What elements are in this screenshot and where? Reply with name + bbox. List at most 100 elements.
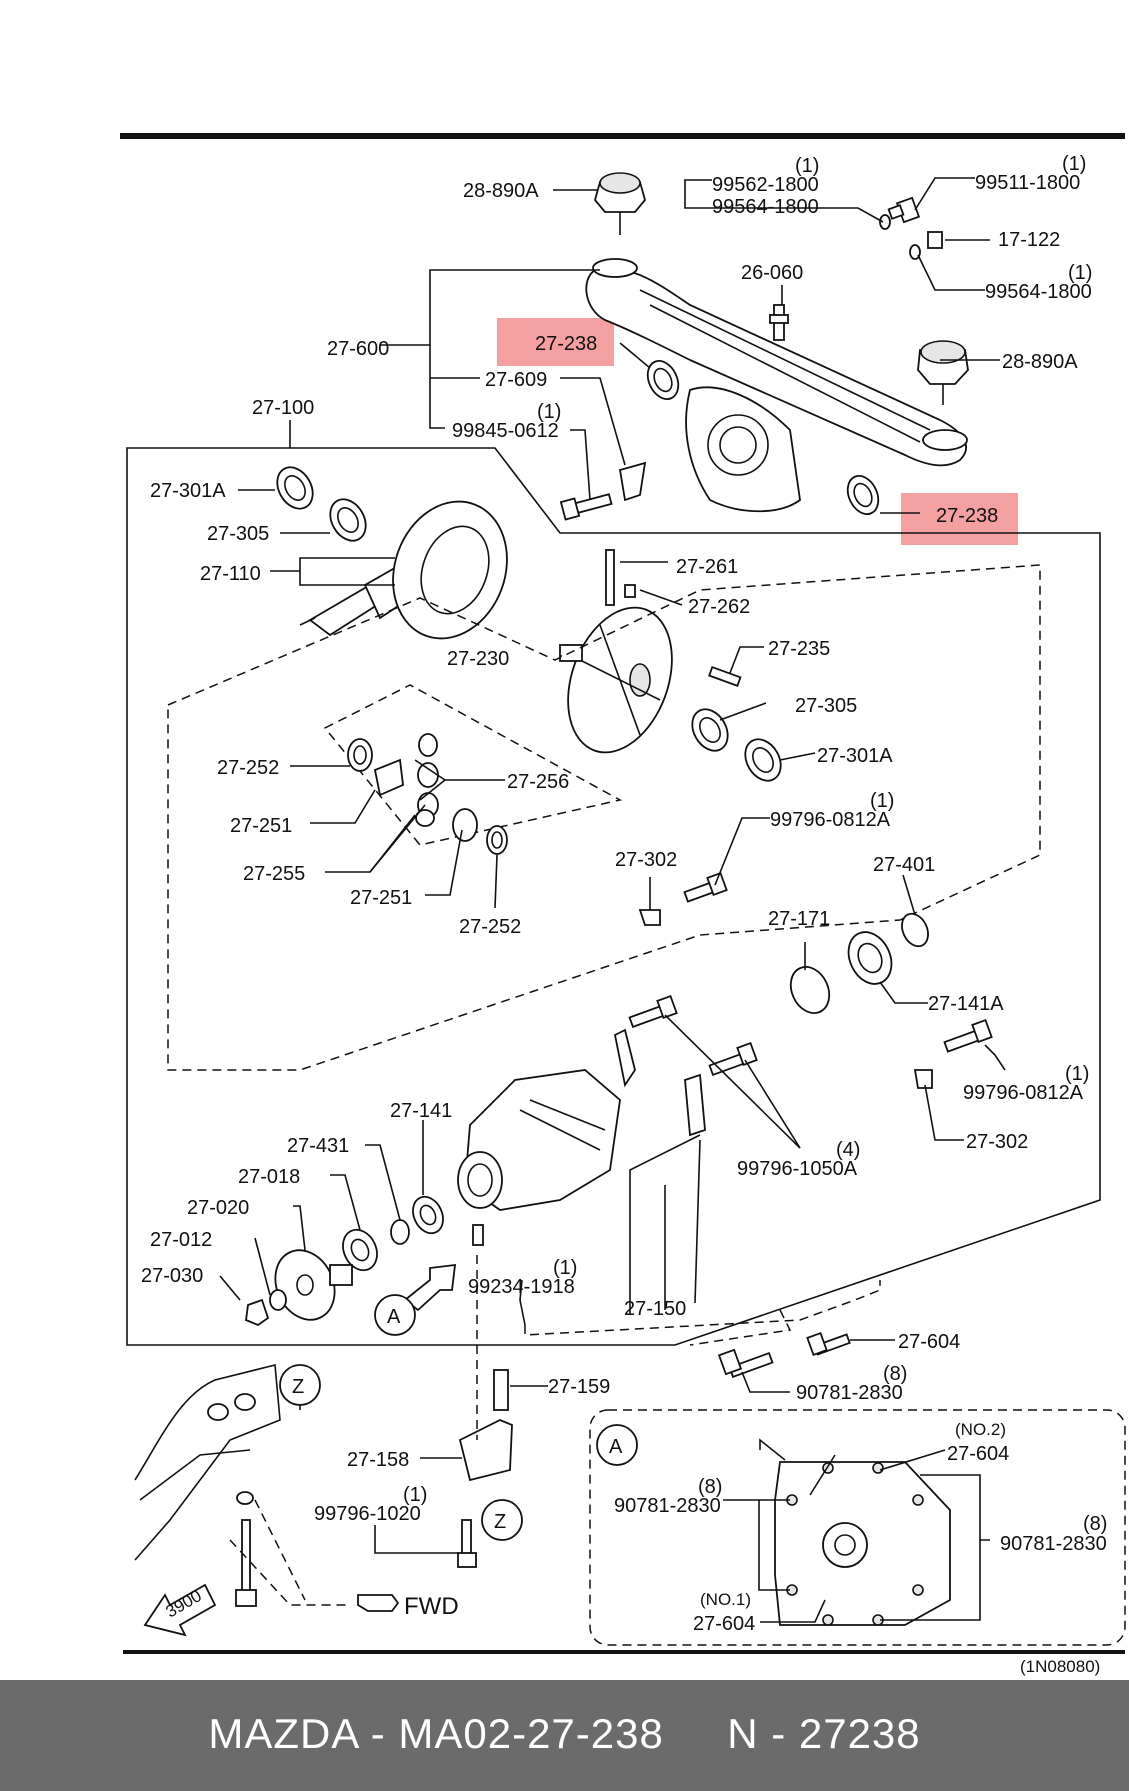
label-99796-1020: 99796-1020	[314, 1503, 421, 1525]
pin-27-262	[624, 584, 636, 598]
label-27-030: 27-030	[141, 1265, 203, 1287]
label-99845-0612: 99845-0612	[452, 420, 559, 442]
label-27-600: 27-600	[327, 338, 389, 360]
label-27-238-upper: 27-238	[535, 333, 597, 355]
label-99564-1800-a: 99564-1800	[712, 196, 819, 218]
label-99796-0812a-top: 99796-0812A	[770, 809, 891, 831]
callout-z-circle-2	[481, 1499, 523, 1541]
drive-pinion-27-110	[299, 563, 417, 637]
label-99845-0612-qty: (1)	[537, 401, 561, 423]
pin-27-261	[605, 549, 615, 606]
bracket-27-158	[458, 1419, 513, 1482]
spacer-27-431	[390, 1219, 410, 1245]
label-99564-1800-b-qty: (1)	[1068, 262, 1092, 284]
detail-a-frame	[589, 1409, 1126, 1646]
label-27-018: 27-018	[238, 1166, 300, 1188]
label-90781-2830-right: 90781-2830	[1000, 1533, 1107, 1555]
crossmember-27-600	[585, 258, 968, 513]
label-99511-1800: 99511-1800	[975, 172, 1080, 194]
label-27-261: 27-261	[676, 556, 738, 578]
vent-26-060	[769, 304, 789, 341]
label-28-890a-right: 28-890A	[1002, 351, 1078, 373]
label-27-012: 27-012	[150, 1229, 212, 1251]
fwd-arrow: 3900	[143, 1583, 217, 1637]
label-26-060: 26-060	[741, 262, 803, 284]
bolt-27-235	[708, 665, 742, 687]
bolt-90781-2830	[717, 1348, 774, 1379]
callout-a-label: A	[387, 1306, 401, 1328]
label-27-230: 27-230	[447, 648, 509, 670]
label-27-235: 27-235	[768, 638, 830, 660]
side-gear-27-251-a	[373, 758, 404, 797]
mount-28-890a-right	[917, 340, 969, 405]
bolts-99796-1050a	[628, 994, 758, 1077]
label-99796-0812a-right: 99796-0812A	[963, 1082, 1084, 1104]
label-27-251-b: 27-251	[350, 887, 412, 909]
label-27-431: 27-431	[287, 1135, 349, 1157]
bolt-17-122	[927, 231, 943, 249]
washer-27-012	[269, 1289, 287, 1311]
label-99796-1020-qty: (1)	[403, 1484, 427, 1506]
pinion-group-outline	[323, 684, 623, 846]
label-90781-2830-left: 90781-2830	[614, 1495, 721, 1517]
seal-27-238-lower	[846, 475, 880, 515]
label-27-238-lower: 27-238	[936, 505, 998, 527]
bearing-27-305-right	[691, 708, 729, 752]
nut-27-030	[245, 1298, 270, 1327]
dashed-link-lower	[689, 1309, 792, 1346]
label-27-252-b: 27-252	[459, 916, 521, 938]
bolt-27-604	[806, 1331, 851, 1357]
callout-a-circle	[374, 1294, 416, 1336]
subframe-section	[134, 1363, 281, 1561]
label-27-609: 27-609	[485, 369, 547, 391]
part-number-caption: MAZDA - MA02-27-238 N - 27238	[208, 1710, 921, 1757]
side-gear-27-251-b	[452, 808, 478, 842]
bushing-27-159	[493, 1369, 509, 1411]
flange-27-020	[274, 1249, 353, 1321]
bolt-99796-0812a-right	[943, 1018, 993, 1053]
label-99562-1800-qty: (1)	[795, 155, 819, 177]
detail-a-label: A	[609, 1436, 623, 1458]
label-99511-1800-qty: (1)	[1062, 153, 1086, 175]
detail-a-circle	[596, 1424, 638, 1466]
label-27-305-right: 27-305	[795, 695, 857, 717]
callout-z-label-2: Z	[494, 1511, 506, 1533]
mount-28-890a-top	[594, 172, 646, 235]
callout-z-label-1: Z	[292, 1376, 304, 1398]
view-arrow-a	[403, 1263, 457, 1312]
label-27-302-top: 27-302	[615, 849, 677, 871]
label-90781-2830-left-qty: (8)	[698, 1476, 722, 1498]
top-rule	[120, 133, 1125, 139]
pinion-gears-27-255	[415, 733, 439, 827]
ring-gear	[392, 500, 508, 640]
bracket-27-609	[618, 461, 647, 502]
label-27-141a: 27-141A	[928, 993, 1004, 1015]
label-90781-2830-a-qty: (8)	[883, 1363, 907, 1385]
label-27-604-no1: 27-604	[693, 1613, 755, 1635]
bearing-27-301a-right	[744, 738, 782, 782]
label-27-301a-right: 27-301A	[817, 745, 893, 767]
label-no2: (NO.2)	[955, 1420, 1006, 1439]
label-99796-1050a-qty: (4)	[836, 1139, 860, 1161]
label-27-251-a: 27-251	[230, 815, 292, 837]
footer-bar: MAZDA - MA02-27-238 N - 27238	[0, 1680, 1129, 1791]
label-99234-1918: 99234-1918	[468, 1276, 575, 1298]
washer-99562-1800	[879, 214, 891, 230]
pin-99234-1918	[472, 1224, 484, 1246]
seal-27-401	[901, 912, 929, 948]
label-27-159: 27-159	[548, 1376, 610, 1398]
hand-pointer-icon	[357, 1594, 400, 1612]
label-27-100: 27-100	[252, 397, 314, 419]
label-27-401: 27-401	[873, 854, 935, 876]
label-99796-0812a-right-qty: (1)	[1065, 1063, 1089, 1085]
bottom-rule	[123, 1650, 1125, 1654]
label-99564-1800-b: 99564-1800	[985, 281, 1092, 303]
label-99796-0812a-top-qty: (1)	[870, 790, 894, 812]
label-27-150: 27-150	[624, 1298, 686, 1320]
label-99562-1800: 99562-1800	[712, 174, 819, 196]
label-27-604-no2: 27-604	[947, 1443, 1009, 1465]
label-27-604: 27-604	[898, 1331, 960, 1353]
part-labels: 28-890A 99562-1800 (1) 99564-1800 99511-…	[141, 153, 1107, 1676]
label-90781-2830-right-qty: (8)	[1083, 1513, 1107, 1535]
bracket-27-302-top	[638, 909, 661, 926]
